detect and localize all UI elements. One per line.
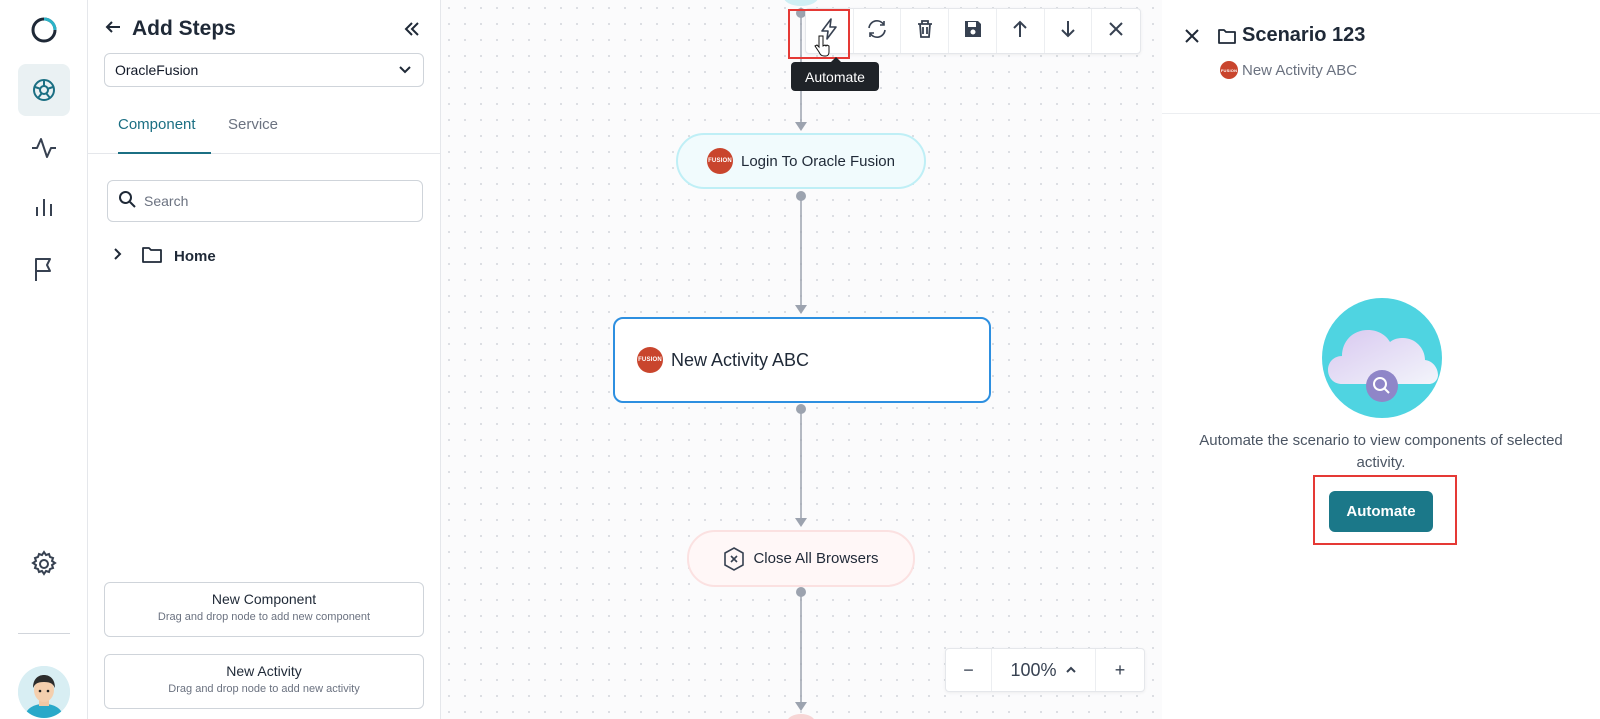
chevron-down-icon (397, 61, 413, 80)
delete-button[interactable] (901, 9, 950, 53)
activity-subtitle: FUSION New Activity ABC (1220, 61, 1357, 79)
automate-scenario-button[interactable]: Automate (1329, 491, 1433, 532)
user-avatar[interactable] (18, 666, 70, 718)
flow-node-activity[interactable]: FUSION New Activity ABC (613, 317, 991, 403)
highlight-box (788, 9, 850, 59)
scenario-title: Scenario 123 (1218, 24, 1365, 47)
node-label: Login To Oracle Fusion (741, 152, 895, 170)
flow-node-login[interactable]: FUSION Login To Oracle Fusion (676, 133, 926, 189)
search-icon (118, 190, 136, 213)
arrow-down-icon (1059, 19, 1077, 44)
bar-chart-icon[interactable] (18, 181, 70, 233)
move-up-button[interactable] (997, 9, 1045, 53)
zoom-in-button[interactable]: + (1114, 659, 1126, 680)
scenario-detail-panel: Scenario 123 FUSION New Activity ABC Aut… (1162, 0, 1600, 719)
automate-tooltip: Automate (791, 57, 879, 91)
zoom-level-dropdown[interactable]: 100% (992, 649, 1096, 691)
card-title: New Activity (226, 663, 302, 679)
refresh-icon (866, 19, 888, 44)
rail-divider (18, 633, 70, 634)
tab-service[interactable]: Service (228, 116, 279, 133)
tab-component[interactable]: Component (118, 116, 211, 154)
logo-icon[interactable] (18, 4, 70, 56)
activity-subtitle-text: New Activity ABC (1242, 61, 1358, 79)
tree-item-home[interactable]: Home (110, 242, 216, 270)
move-down-button[interactable] (1045, 9, 1093, 53)
search-input[interactable] (144, 193, 404, 209)
close-browser-icon (723, 546, 745, 571)
lightning-icon (819, 17, 839, 45)
flag-icon[interactable] (18, 243, 70, 295)
panel-tabs: Component Service (88, 104, 441, 154)
panel-title: Add Steps (132, 17, 236, 40)
folder-icon (142, 245, 162, 268)
save-icon (964, 20, 982, 43)
back-arrow-icon[interactable] (104, 18, 122, 41)
tree-item-label: Home (174, 247, 216, 265)
radar-icon[interactable] (18, 64, 70, 116)
application-select-value: OracleFusion (115, 62, 199, 78)
app-rail (0, 0, 88, 719)
arrow-up-icon (1011, 19, 1029, 44)
chevron-up-icon (1065, 664, 1077, 676)
card-subtitle: Drag and drop node to add new component (157, 611, 371, 623)
save-button[interactable] (949, 9, 997, 53)
close-toolbar-button[interactable] (1092, 9, 1140, 53)
search-field (107, 180, 423, 222)
scenario-title-text: Scenario 123 (1242, 24, 1366, 46)
pointer-cursor-icon (814, 35, 830, 62)
automate-button[interactable] (806, 9, 854, 53)
card-subtitle: Drag and drop node to add new activity (168, 683, 360, 695)
new-activity-card[interactable]: New Activity Drag and drop node to add n… (104, 654, 424, 709)
card-title: New Component (211, 591, 317, 607)
flow-canvas[interactable]: Automate FUSION Login To Oracle Fusion F… (441, 0, 1162, 719)
cloud-search-illustration (1322, 298, 1442, 418)
empty-state-text: Automate the scenario to view components… (1199, 432, 1563, 471)
refresh-button[interactable] (854, 9, 902, 53)
new-component-card[interactable]: New Component Drag and drop node to add … (104, 582, 424, 637)
close-icon (1108, 21, 1124, 42)
folder-icon (1218, 28, 1236, 44)
zoom-value: 100% (1010, 659, 1057, 680)
collapse-panel-icon[interactable] (400, 17, 424, 41)
gear-icon[interactable] (18, 538, 70, 590)
activity-icon[interactable] (18, 122, 70, 174)
application-select[interactable]: OracleFusion (104, 53, 424, 87)
close-icon[interactable] (1184, 28, 1200, 49)
node-label: New Activity ABC (671, 349, 810, 370)
oracle-fusion-icon: FUSION (1220, 61, 1238, 79)
detail-header: Scenario 123 FUSION New Activity ABC (1162, 0, 1600, 114)
zoom-out-button[interactable]: − (946, 649, 992, 691)
highlight-box (1313, 475, 1457, 545)
trash-icon (916, 19, 934, 44)
flow-node-close-browsers[interactable]: Close All Browsers (687, 530, 915, 587)
node-label: Close All Browsers (753, 550, 879, 567)
panel-header: Add Steps (104, 14, 424, 44)
oracle-fusion-icon: FUSION (637, 347, 663, 373)
add-steps-panel: Add Steps OracleFusion Component Service… (88, 0, 441, 719)
node-toolbar (805, 8, 1141, 54)
oracle-fusion-icon: FUSION (707, 148, 733, 174)
zoom-controls: − 100% + (945, 648, 1145, 692)
chevron-right-icon[interactable] (110, 247, 124, 266)
